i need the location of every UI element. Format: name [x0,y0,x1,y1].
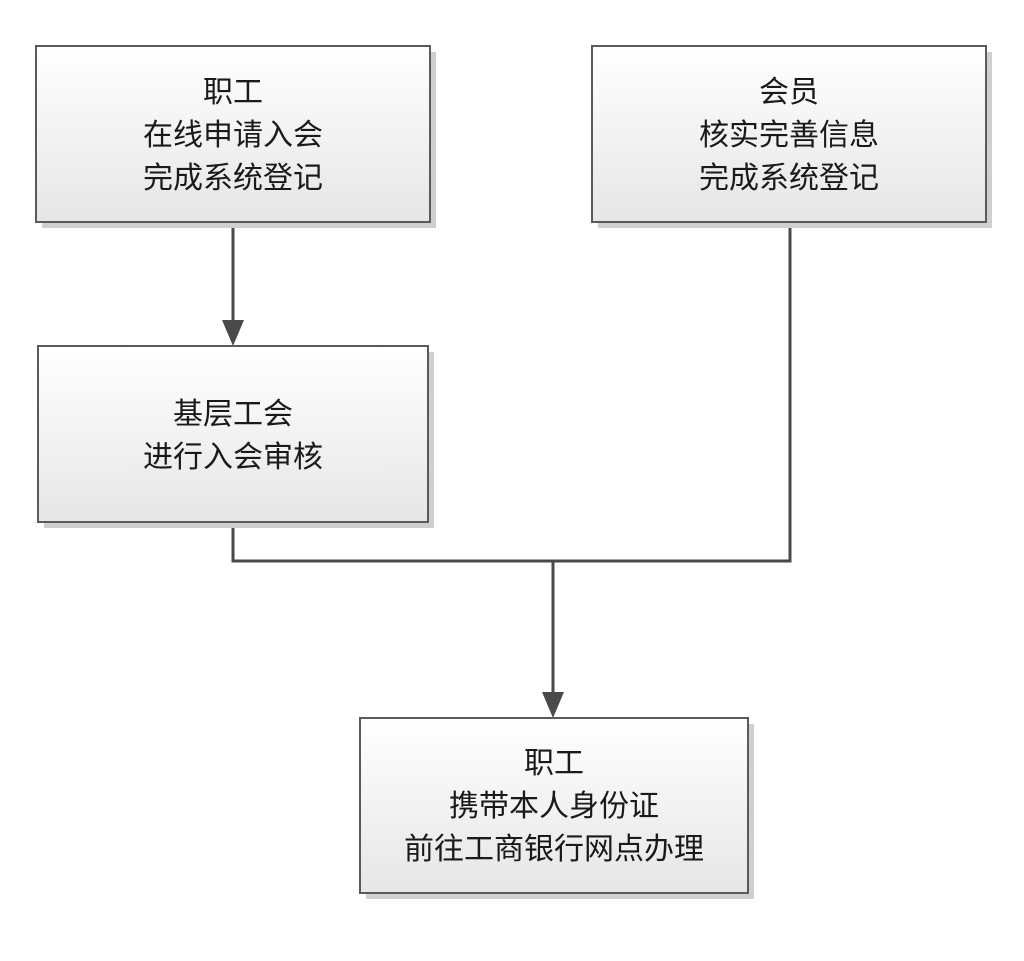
arrow-head-bank [542,692,564,718]
node-union-review-line-1: 基层工会 [173,397,293,432]
node-member-verify-line-2: 核实完善信息 [699,118,879,153]
edge-review-to-junction [231,523,553,563]
node-staff-bank-line-1: 职工 [524,746,584,781]
node-staff-apply-line-1: 职工 [203,75,263,110]
node-member-verify-line-3: 完成系统登记 [699,161,879,196]
node-staff-apply-line-2: 在线申请入会 [143,118,323,153]
node-member-verify-line-1: 会员 [759,75,819,110]
node-staff-bank-line-2: 携带本人身份证 [449,789,659,824]
node-staff-bank-line-3: 前往工商银行网点办理 [404,832,704,867]
node-union-review: 基层工会 进行入会审核 [37,345,434,528]
arrow-head-review [222,320,244,346]
node-staff-bank: 职工 携带本人身份证 前往工商银行网点办理 [359,717,754,899]
node-staff-apply-line-3: 完成系统登记 [143,161,323,196]
node-member-verify: 会员 核实完善信息 完成系统登记 [591,45,992,228]
edges [222,223,792,718]
edge-member-to-junction [553,223,792,563]
node-union-review-line-2: 进行入会审核 [143,440,323,475]
node-staff-apply: 职工 在线申请入会 完成系统登记 [35,45,436,228]
